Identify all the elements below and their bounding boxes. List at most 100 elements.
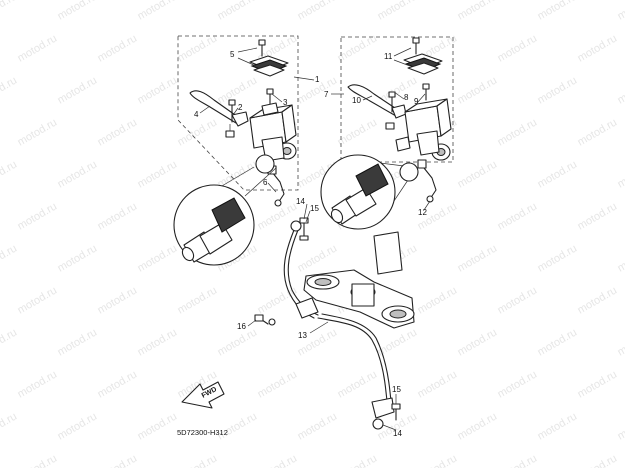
watermark-text: motod.ru [496, 452, 540, 468]
callout-14b: 14 [393, 429, 402, 438]
watermark-text: motod.ru [296, 0, 340, 23]
watermark-text: motod.ru [576, 368, 620, 400]
watermark-text: motod.ru [536, 0, 580, 23]
watermark-text: motod.ru [16, 200, 60, 232]
watermark-text: motod.ru [496, 284, 540, 316]
watermark-text: motod.ru [216, 74, 260, 106]
callout-11: 11 [384, 52, 393, 61]
watermark-text: motod.ru [536, 410, 580, 442]
watermark-text: motod.ru [576, 452, 620, 468]
callout-6: 6 [263, 178, 268, 187]
right-brake-switch [417, 159, 437, 203]
callout-12: 12 [418, 208, 427, 217]
watermark-text: motod.ru [216, 0, 260, 23]
callout-8: 8 [404, 93, 409, 102]
brake-lever [189, 90, 249, 127]
watermark-text: motod.ru [616, 326, 625, 358]
watermark-text: motod.ru [136, 242, 180, 274]
callout-7: 7 [324, 90, 329, 99]
callout-16: 16 [237, 322, 246, 331]
watermark-text: motod.ru [0, 0, 19, 23]
watermark-text: motod.ru [496, 200, 540, 232]
watermark-text: motod.ru [456, 326, 500, 358]
callout-numbers: 1 2 3 4 5 6 7 8 9 10 11 12 13 14 15 16 1… [194, 50, 427, 438]
left-master-cylinder [249, 104, 297, 162]
watermark-text: motod.ru [0, 326, 19, 358]
left-detail-magnifier [173, 154, 277, 266]
watermark-text: motod.ru [136, 158, 180, 190]
watermark-text: motod.ru [456, 410, 500, 442]
diagram-code: 5D72300-H312 [177, 428, 228, 437]
watermark-text: motod.ru [56, 158, 100, 190]
watermark-text: motod.ru [496, 32, 540, 64]
watermark-text: motod.ru [16, 368, 60, 400]
callout-5: 5 [230, 50, 235, 59]
watermark-text: motod.ru [616, 410, 625, 442]
watermark-text: motod.ru [96, 368, 140, 400]
watermark-text: motod.ru [136, 326, 180, 358]
watermark-text: motod.ru [536, 158, 580, 190]
callout-14a: 14 [296, 197, 305, 206]
callout-13: 13 [298, 331, 307, 340]
watermark-text: motod.ru [56, 74, 100, 106]
watermark-text: motod.ru [616, 242, 625, 274]
watermark-text: motod.ru [96, 116, 140, 148]
watermark-text: motod.ru [496, 368, 540, 400]
right-reservoir-cap [403, 37, 443, 75]
right-pivot-bolt [385, 91, 396, 130]
watermark-text: motod.ru [336, 452, 380, 468]
left-clamp-bolts [261, 88, 279, 116]
watermark-text: motod.ru [0, 74, 19, 106]
right-clamp-bolts [422, 83, 430, 101]
watermark-text: motod.ru [576, 32, 620, 64]
watermark-text: motod.ru [0, 410, 19, 442]
watermark-text: motod.ru [416, 452, 460, 468]
watermark-text: motod.ru [216, 410, 260, 442]
watermark-text: motod.ru [0, 242, 19, 274]
watermark-text: motod.ru [416, 368, 460, 400]
upper-banjo-fitting [290, 217, 309, 241]
watermark-text: motod.ru [616, 74, 625, 106]
brake-hose [283, 229, 395, 419]
watermark-text: motod.ru [336, 368, 380, 400]
hose-joint-block [254, 297, 319, 326]
watermark-text: motod.ru [176, 284, 220, 316]
watermark-text: motod.ru [376, 0, 420, 23]
steering-triple-clamp [303, 231, 415, 329]
watermark-text: motod.ru [56, 410, 100, 442]
watermark-text: motod.ru [176, 116, 220, 148]
lever-pivot-bolt [225, 99, 236, 138]
watermark-text: motod.ru [536, 74, 580, 106]
callout-15a: 15 [310, 204, 319, 213]
watermark-text: motod.ru [496, 116, 540, 148]
watermark-text: motod.ru [16, 284, 60, 316]
right-master-cylinder [395, 98, 452, 161]
right-detail-magnifier [320, 154, 419, 230]
callout-2: 2 [238, 103, 243, 112]
watermark-text: motod.ru [416, 284, 460, 316]
watermark-text: motod.ru [56, 326, 100, 358]
lower-banjo-fitting [372, 403, 401, 430]
watermark-text: motod.ru [56, 0, 100, 23]
watermark-text: motod.ru [536, 242, 580, 274]
watermark-text: motod.ru [456, 158, 500, 190]
watermark-text: motod.ru [176, 32, 220, 64]
watermark-text: motod.ru [576, 284, 620, 316]
watermark-text: motod.ru [456, 0, 500, 23]
watermark-text: motod.ru [136, 0, 180, 23]
watermark-text: motod.ru [576, 116, 620, 148]
watermark-text: motod.ru [56, 242, 100, 274]
watermark-text: motod.ru [576, 200, 620, 232]
watermark-text: motod.ru [296, 410, 340, 442]
forward-arrow: FWD [181, 381, 225, 409]
watermark-text: motod.ru [296, 242, 340, 274]
callout-15b: 15 [392, 385, 401, 394]
callout-3: 3 [283, 98, 288, 107]
watermark-text: motod.ru [536, 326, 580, 358]
watermark-text: motod.ru [96, 32, 140, 64]
watermark-text: motod.ru [16, 116, 60, 148]
watermark-text: motod.ru [136, 74, 180, 106]
watermark-text: motod.ru [216, 326, 260, 358]
